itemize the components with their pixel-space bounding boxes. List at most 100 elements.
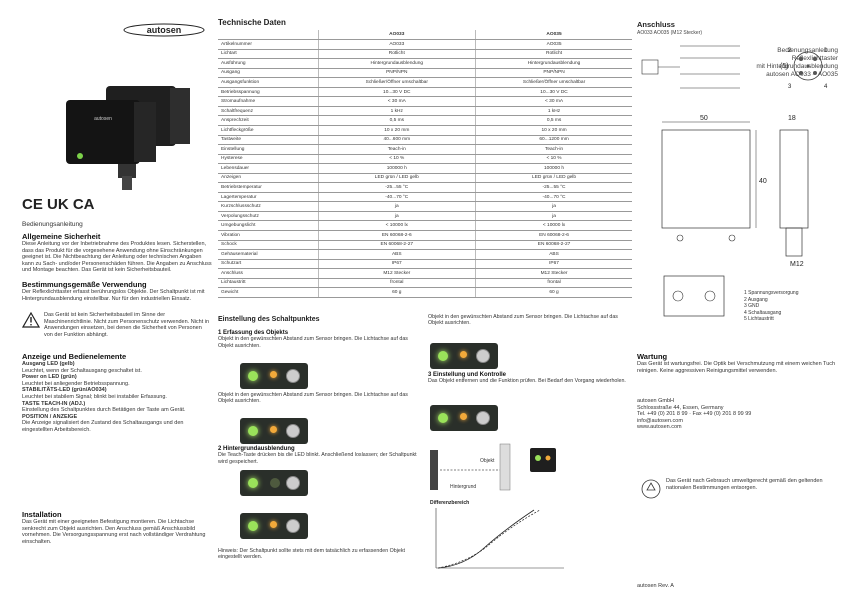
address-line: info@autosen.com — [637, 417, 683, 424]
table-cell: Betriebsspannung — [218, 87, 318, 98]
svg-text:2: 2 — [788, 48, 792, 54]
display-item-text: Die Anzeige signalisiert den Zustand des… — [22, 420, 184, 433]
table-cell: PNP/NPN — [475, 68, 632, 79]
mounting-drawing — [663, 275, 725, 317]
table-cell: Teach-in — [317, 144, 476, 155]
table-cell: Ansprechzeit — [218, 115, 318, 126]
table-row: Hysterese< 10 %< 10 % — [218, 154, 632, 165]
table-cell: Gewicht — [218, 287, 318, 298]
table-cell: -25...55 °C — [317, 182, 476, 193]
table-cell: LED grün / LED gelb — [317, 173, 476, 184]
table-row: Umgebungslicht< 10000 lx< 10000 lx — [218, 220, 632, 231]
table-cell: M12 Stecker — [475, 268, 632, 279]
wiring-diagram: (5) 2 1 3 4 — [641, 45, 828, 90]
address-line: Schlossstraße 44, Essen, Germany — [637, 404, 724, 411]
display-item: STABILITÄTS-LED (grün/AO034) — [22, 387, 107, 394]
table-cell: Schaltfrequenz — [218, 106, 318, 117]
display-item: Power on LED (grün) — [22, 374, 77, 381]
table-cell: 60...1200 mm — [475, 135, 632, 146]
teach-button — [476, 411, 490, 425]
table-header-cell: AO035 — [475, 30, 632, 41]
display-item-text: Einstellung des Schaltpunktes durch Betä… — [22, 407, 186, 414]
connection-title: Anschluss — [637, 20, 675, 29]
table-cell: 100000 h — [475, 163, 632, 174]
output-led — [460, 351, 467, 358]
legend-item: 2 Ausgang — [744, 296, 768, 303]
table-cell: Kurzschlussschutz — [218, 201, 318, 212]
table-cell: AO035 — [475, 39, 632, 50]
background-diagram: Objekt Hintergrund — [430, 443, 556, 491]
output-led — [270, 478, 280, 488]
maintenance-text: Das Gerät ist wartungsfrei. Die Optik be… — [637, 361, 836, 374]
certification-marks: CE UK CA — [22, 196, 95, 213]
device-image — [430, 343, 498, 369]
table-cell: Ausgangsfunktion — [218, 77, 318, 88]
table-cell: 0,5 ms — [317, 115, 476, 126]
display-section: Anzeige und Bedienelemente Ausgang LED (… — [22, 352, 212, 434]
table-cell: 10 x 20 mm — [317, 125, 476, 136]
table-cell: 1 kHz — [317, 106, 476, 117]
address-line: Tel. +49 (0) 201 8 99 · Fax +49 (0) 201 … — [637, 411, 752, 418]
table-cell: Lagertemperatur — [218, 192, 318, 203]
svg-text:autosen: autosen — [94, 116, 112, 122]
table-cell: LED grün / LED gelb — [475, 173, 632, 184]
table-cell: IP67 — [475, 259, 632, 270]
svg-text:3: 3 — [788, 84, 792, 90]
installation-title: Installation — [22, 510, 62, 519]
svg-text:(5): (5) — [780, 63, 789, 70]
table-cell: < 10 % — [317, 154, 476, 165]
connection-subtitle: AO033 AO035 (M12 Stecker) — [637, 30, 703, 36]
table-cell: Hysterese — [218, 154, 318, 165]
difference-chart: Differenzbereich — [430, 500, 564, 569]
table-cell: Hintergrundausblendung — [317, 58, 476, 69]
dim-thread: M12 — [790, 261, 804, 268]
safety-section: Allgemeine Sicherheit Diese Anleitung vo… — [22, 232, 212, 274]
table-cell: Einstellung — [218, 144, 318, 155]
dimension-drawing: 50 40 18 M12 — [661, 115, 809, 268]
display-item: POSITION / ANZEIGE — [22, 413, 78, 420]
power-led — [248, 478, 258, 488]
table-row: Betriebstemperatur-25...55 °C-25...55 °C — [218, 182, 632, 193]
display-item: Ausgang LED (gelb) — [22, 361, 75, 367]
power-led — [438, 351, 448, 361]
table-cell: frontal — [317, 278, 476, 289]
table-cell: Schließer/Öffner umschaltbar — [317, 77, 476, 88]
product-image: autosen — [66, 86, 190, 190]
dim-height: 40 — [759, 178, 767, 185]
table-cell: Rotlicht — [475, 49, 632, 60]
table-cell: -40...70 °C — [317, 192, 476, 203]
table-cell: Ausführung — [218, 58, 318, 69]
svg-text:1: 1 — [824, 48, 828, 54]
table-cell: Artikelnummer — [218, 39, 318, 50]
table-cell: Tastweite — [218, 135, 318, 146]
teach-button — [476, 349, 490, 363]
legend-item: 4 Schaltausgang — [744, 309, 782, 316]
maintenance-title: Wartung — [637, 352, 668, 361]
output-led — [270, 371, 277, 378]
table-header-cell: AO033 — [317, 30, 476, 41]
table-cell: EN 60068-2-6 — [475, 230, 632, 241]
table-header-row: AO033 AO035 — [218, 30, 632, 41]
table-cell: Anzeigen — [218, 173, 318, 184]
adjust-step-1-cont: Objekt in den gewünschten Abstand zum Se… — [428, 314, 618, 327]
device-image — [240, 513, 308, 539]
teach-button — [286, 369, 300, 383]
recycle-icon — [641, 479, 661, 499]
legend-item: 1 Spannungsversorgung — [744, 290, 799, 296]
dim-width: 50 — [700, 115, 708, 122]
brand-logo: autosen — [123, 23, 205, 37]
table-cell: frontal — [475, 278, 632, 289]
table-cell: Rotlicht — [317, 49, 476, 60]
spec-title: Technische Daten — [218, 18, 286, 27]
table-cell: ABS — [475, 249, 632, 260]
dim-depth: 18 — [788, 115, 796, 122]
